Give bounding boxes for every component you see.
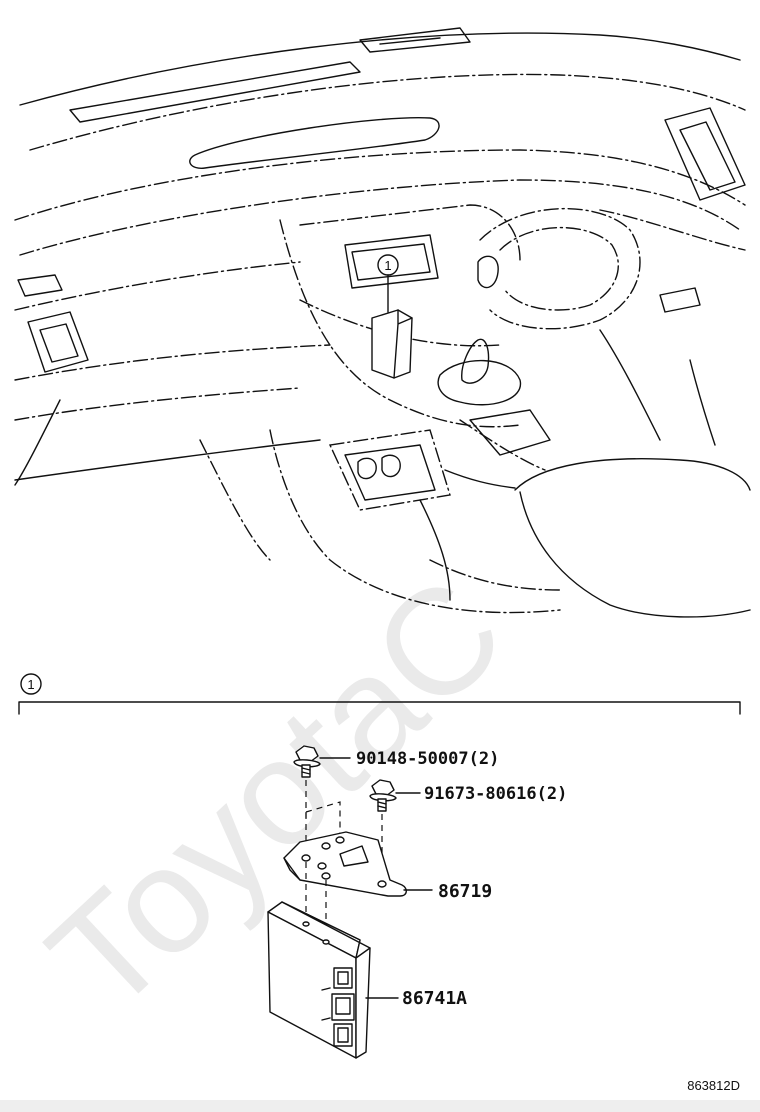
part-qty: (2): [537, 784, 568, 804]
part-label-86719: 86719: [438, 881, 492, 902]
part-label-86741A: 86741A: [402, 988, 467, 1009]
section-marker-circle: [20, 673, 42, 695]
part-label-91673-80616: 91673-80616(2): [424, 784, 567, 804]
part-number: 91673-80616: [424, 784, 537, 804]
bracket-86719: [283, 831, 407, 897]
callout-number: 1: [384, 258, 391, 273]
bolt-icon: [369, 779, 397, 812]
ecu-86741A: [267, 901, 371, 1059]
bolt-icon: [293, 745, 321, 778]
section-marker-number: 1: [27, 677, 34, 692]
bottom-bar: [0, 1100, 760, 1112]
section-header: 1: [18, 673, 741, 715]
part-label-90148-50007: 90148-50007(2): [356, 749, 499, 769]
exploded-view: 90148-50007(2) 91673-80616(2) 86719 8674…: [267, 745, 567, 1059]
diagram-id: 863812D: [687, 1078, 740, 1093]
part-number: 86741A: [402, 988, 467, 1009]
part-number: 86719: [438, 881, 492, 902]
part-number: 90148-50007: [356, 749, 469, 769]
part-qty: (2): [469, 749, 500, 769]
dashboard-illustration: 1: [14, 27, 751, 618]
